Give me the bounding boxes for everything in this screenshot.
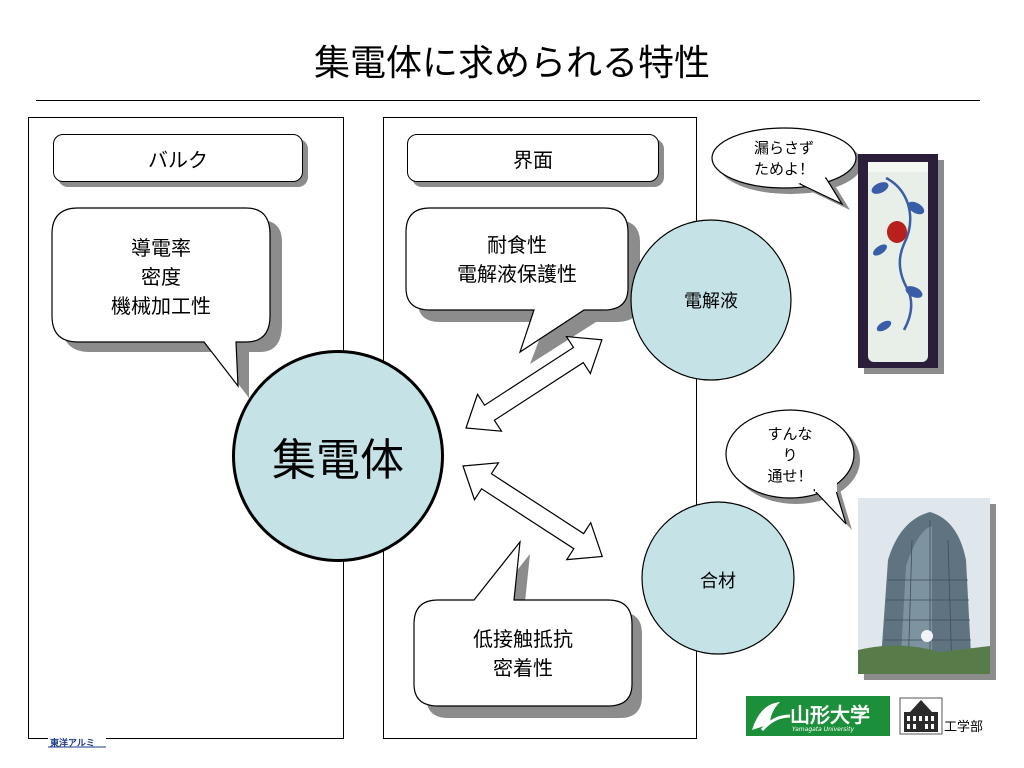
university-logo (746, 696, 890, 736)
slide-title: 集電体に求められる特性 (313, 43, 710, 84)
faculty-building-icon (899, 697, 943, 735)
maker-logo-mark (48, 736, 106, 748)
building-photo (858, 498, 996, 680)
contact-properties-text: 低接触抵抗 密着性 (473, 627, 573, 680)
electrolyte-circle (630, 219, 792, 381)
university-logo-text: 山形大学 (790, 703, 870, 727)
interface-header-label: 界面 (513, 147, 553, 172)
composite-circle (641, 501, 795, 655)
vase-photo (858, 154, 944, 374)
maker-logo-text: 東洋アルミ (50, 739, 95, 749)
bulk-header: バルク (53, 134, 303, 182)
building-callout-text: すんな り 通せ！ (767, 424, 813, 485)
corrosion-properties-text: 耐食性 電解液保護性 (457, 233, 577, 286)
bulk-header-label: バルク (148, 147, 208, 172)
composite-label: 合材 (700, 571, 736, 592)
contact-speech-bubble (413, 540, 642, 718)
vase-callout-text: 漏らさず ためよ！ (753, 139, 814, 178)
title-divider (36, 100, 980, 101)
department-label: 工学部 (944, 720, 984, 735)
vase-callout (711, 127, 862, 210)
corrosion-speech-bubble (405, 207, 640, 364)
university-logo-subtext: Yamagata University (792, 726, 855, 733)
electrolyte-double-arrow (465, 335, 603, 432)
building-callout (725, 409, 860, 530)
composite-double-arrow (462, 462, 604, 561)
bulk-speech-bubble (51, 207, 282, 398)
current-collector-circle (235, 353, 441, 559)
electrolyte-label: 電解液 (684, 291, 738, 312)
current-collector-label: 集電体 (272, 435, 404, 486)
interface-header: 界面 (407, 134, 659, 182)
bulk-properties-text: 導電率 密度 機械加工性 (111, 235, 211, 318)
